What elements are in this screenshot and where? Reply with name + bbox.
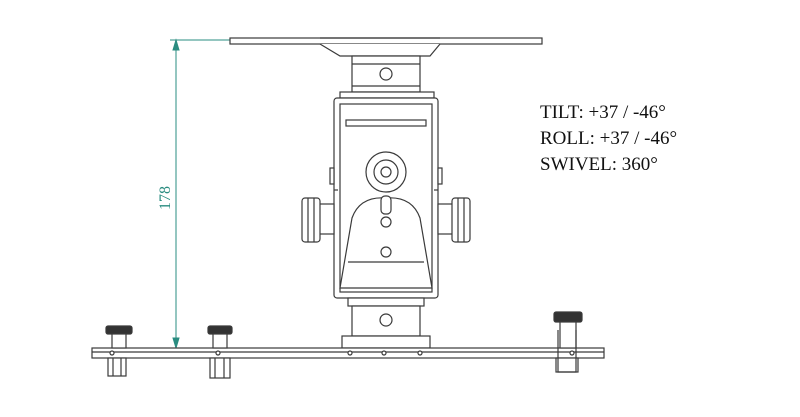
pivot-disc: [365, 151, 407, 193]
upper-column: [339, 55, 435, 99]
height-dimension: [170, 38, 232, 350]
leg-left: [105, 325, 133, 377]
lower-column: [341, 297, 431, 349]
ceiling-plate: [229, 37, 543, 57]
rotation-specs: TILT: +37 / -46° ROLL: +37 / -46° SWIVEL…: [540, 100, 677, 178]
tilt-spec: TILT: +37 / -46°: [540, 102, 666, 123]
swivel-spec: SWIVEL: 360°: [540, 154, 658, 175]
inner-plate: [339, 195, 433, 289]
projector-plate: [91, 347, 605, 359]
right-knob: [437, 197, 471, 243]
dimension-label: 178: [157, 186, 174, 210]
dimension-arrow-bottom: [172, 337, 180, 350]
roll-spec: ROLL: +37 / -46°: [540, 128, 678, 149]
dimension-arrow-top: [172, 38, 180, 51]
leg-middle: [207, 325, 233, 379]
left-knob: [301, 197, 335, 243]
leg-right: [553, 311, 583, 373]
